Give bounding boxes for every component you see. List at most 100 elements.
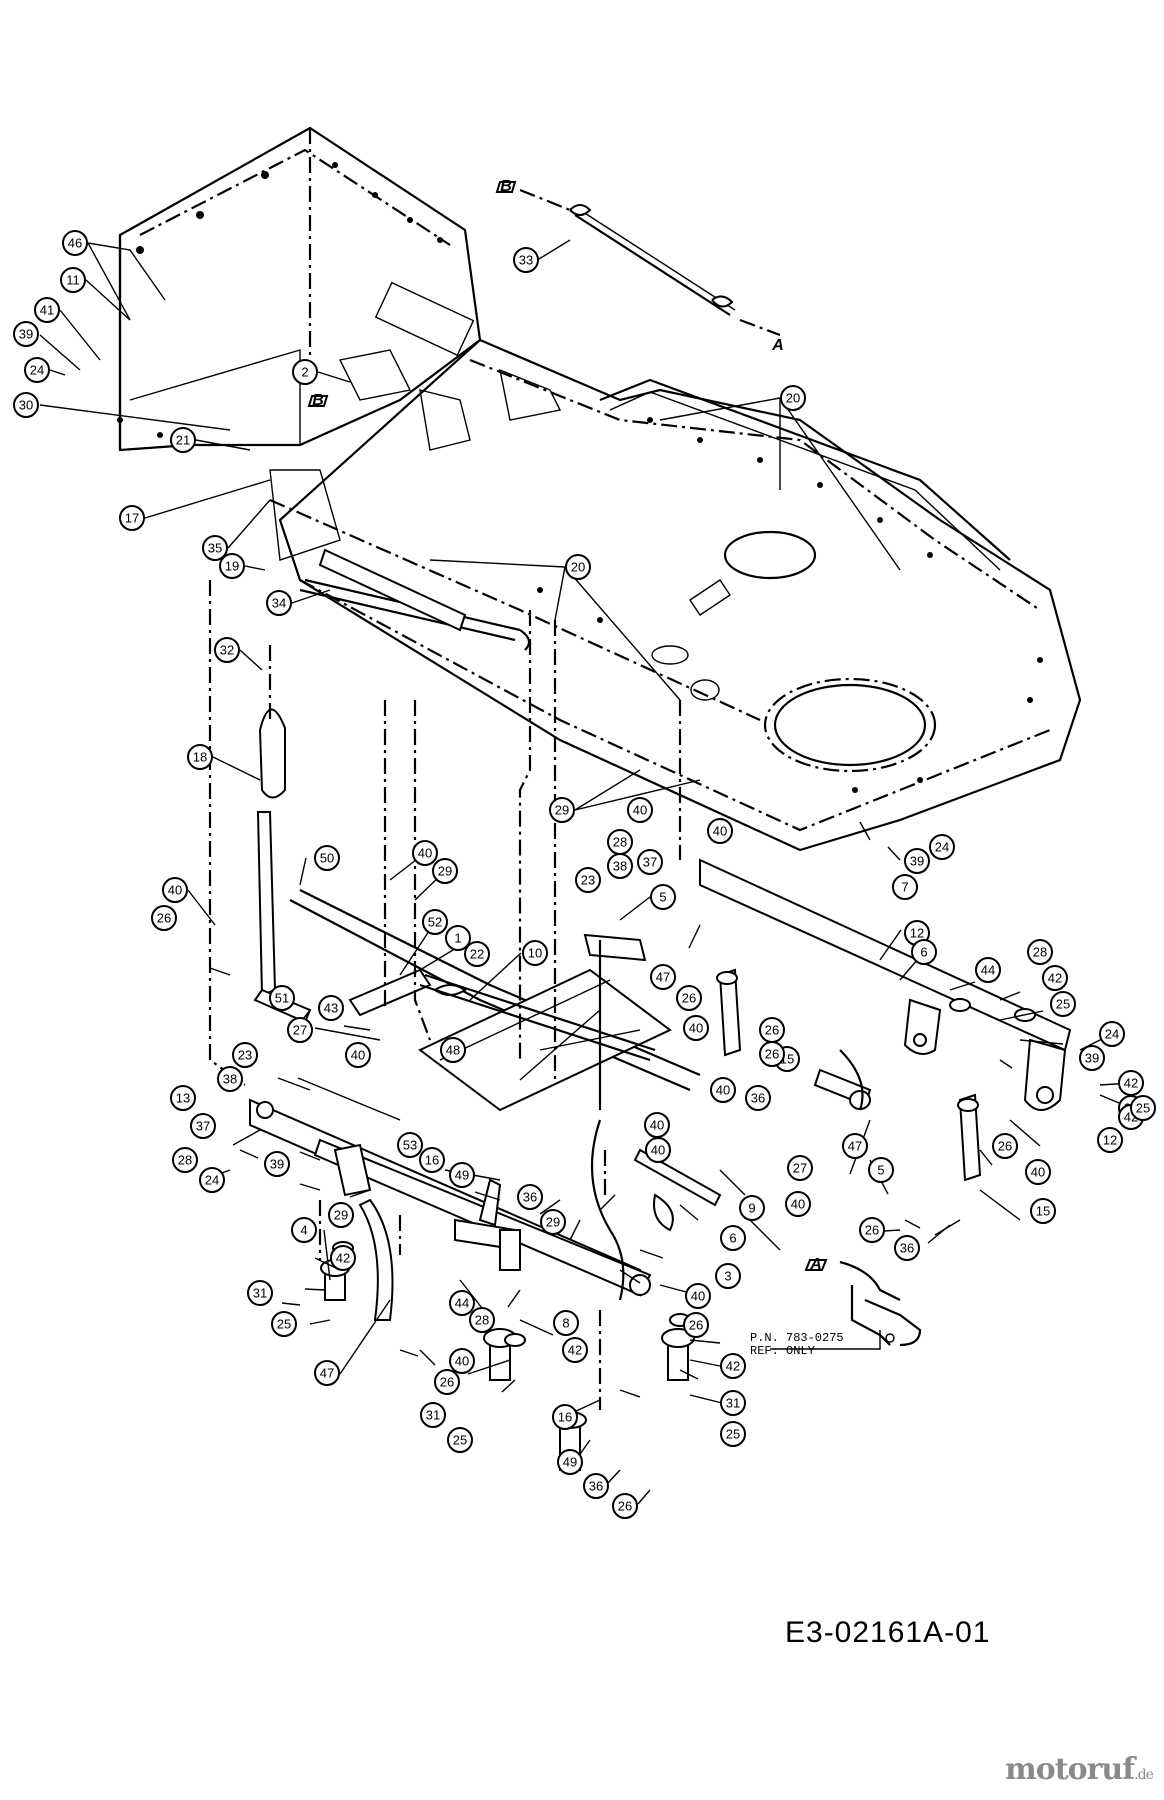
callout: 31 [247,1280,273,1306]
svg-text:18: 18 [193,750,207,765]
callout: 35 [202,535,228,561]
callout: 39 [264,1151,290,1177]
callout: 26 [759,1041,785,1067]
callout: 16 [552,1404,578,1430]
callout: 27 [287,1017,313,1043]
callout: 40 [685,1283,711,1309]
svg-text:49: 49 [455,1168,469,1183]
callout: 7 [892,874,918,900]
svg-text:51: 51 [275,991,289,1006]
section-marks: B A B A [307,178,828,1273]
callout: 24 [24,357,50,383]
svg-text:8: 8 [562,1316,569,1331]
svg-text:39: 39 [19,327,33,342]
svg-text:29: 29 [438,864,452,879]
callout: 15 [1030,1198,1056,1224]
svg-text:26: 26 [765,1047,779,1062]
callout: 23 [232,1042,258,1068]
callout-leaders [39,239,1132,1505]
svg-text:10: 10 [528,946,542,961]
callout: 40 [707,818,733,844]
svg-text:6: 6 [729,1231,736,1246]
callout: 20 [780,385,806,411]
callout: 3 [715,1263,741,1289]
callout: 51 [269,985,295,1011]
callout: 40 [710,1077,736,1103]
svg-text:26: 26 [998,1139,1012,1154]
svg-text:42: 42 [1124,1076,1138,1091]
callout: 23 [575,867,601,893]
svg-text:26: 26 [765,1023,779,1038]
svg-text:42: 42 [1048,971,1062,986]
callout: 15 [774,1046,800,1072]
callout: 38 [217,1066,243,1092]
svg-text:42: 42 [726,1359,740,1374]
svg-text:39: 39 [910,854,924,869]
callout: 12 [1097,1127,1123,1153]
callout: 26 [683,1312,709,1338]
svg-text:24: 24 [1105,1027,1119,1042]
callout: 28 [1027,939,1053,965]
brand-watermark: motoruf.de [1005,1752,1154,1787]
svg-text:28: 28 [475,1313,489,1328]
callout: 25 [1130,1095,1156,1121]
svg-text:1: 1 [454,931,461,946]
svg-text:26: 26 [682,991,696,1006]
svg-text:44: 44 [455,1296,469,1311]
svg-text:26: 26 [157,911,171,926]
callout: 2 [292,359,318,385]
callout: 46 [62,230,88,256]
callout: 47 [314,1360,340,1386]
svg-text:17: 17 [125,511,139,526]
svg-text:42: 42 [336,1251,350,1266]
svg-text:16: 16 [558,1410,572,1425]
svg-text:42: 42 [568,1343,582,1358]
svg-text:23: 23 [581,873,595,888]
svg-text:25: 25 [1136,1101,1150,1116]
svg-text:40: 40 [791,1197,805,1212]
svg-text:50: 50 [320,851,334,866]
svg-text:34: 34 [272,596,286,611]
svg-text:2: 2 [301,365,308,380]
callout: 21 [170,427,196,453]
section-mark-label: A [771,337,784,354]
callout: 25 [720,1421,746,1447]
svg-text:9: 9 [748,1201,755,1216]
callout: 5 [868,1157,894,1183]
callout: 40 [345,1042,371,1068]
svg-text:40: 40 [455,1354,469,1369]
svg-text:38: 38 [613,859,627,874]
svg-text:38: 38 [223,1072,237,1087]
callout: 28 [172,1147,198,1173]
callout: 13 [170,1085,196,1111]
callout: 48 [440,1037,466,1063]
svg-text:36: 36 [589,1479,603,1494]
svg-text:32: 32 [220,643,234,658]
callout: 40 [449,1348,475,1374]
svg-text:3: 3 [724,1269,731,1284]
section-mark-b-left: B [307,392,329,409]
svg-text:5: 5 [659,890,666,905]
callout: 50 [314,845,340,871]
svg-text:28: 28 [613,835,627,850]
callout: 39 [13,321,39,347]
svg-text:39: 39 [1085,1051,1099,1066]
callout: 32 [214,637,240,663]
svg-text:24: 24 [935,840,949,855]
svg-text:21: 21 [176,433,190,448]
callout: 40 [412,840,438,866]
svg-text:39: 39 [270,1157,284,1172]
watermark-tld: .de [1134,1767,1154,1783]
callout: 37 [637,849,663,875]
svg-text:52: 52 [428,915,442,930]
svg-text:25: 25 [1056,997,1070,1012]
watermark-brand: motoruf [1005,1752,1135,1787]
callout: 5 [650,884,676,910]
callout: 31 [420,1402,446,1428]
callout: 40 [644,1112,670,1138]
callout: 10 [522,940,548,966]
svg-text:31: 31 [253,1286,267,1301]
callout: 4 [291,1217,317,1243]
callout: 25 [271,1311,297,1337]
callout: 53 [397,1132,423,1158]
